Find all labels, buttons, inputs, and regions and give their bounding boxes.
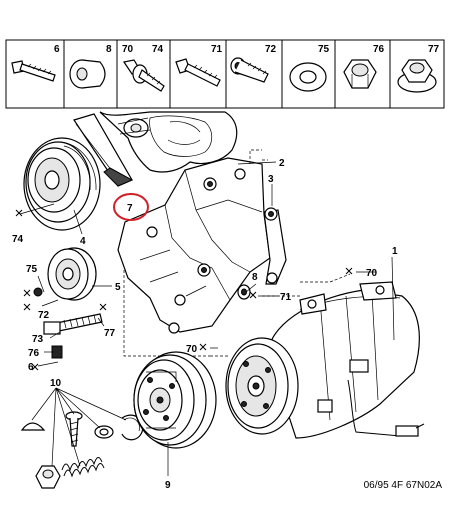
hex-nut [35, 465, 61, 489]
callout-77: 77 [104, 328, 116, 339]
callout-4: 4 [80, 236, 86, 247]
header-part-number: 76 [373, 44, 385, 55]
header-part-number: 70 [122, 44, 134, 55]
callout-highlight-ring [113, 193, 149, 221]
fastener-markers [15, 209, 353, 371]
header-part-number: 71 [211, 44, 223, 55]
ac-compressor [225, 281, 425, 439]
callout-76: 76 [28, 348, 40, 359]
header-parts-strip: 6 8 70 74 71 72 [5, 39, 445, 109]
header-frame [5, 39, 445, 109]
washer-icon [289, 62, 327, 92]
callout-74: 74 [12, 234, 24, 245]
callout-10: 10 [50, 378, 62, 389]
header-part-number: 77 [428, 44, 440, 55]
clutch-pulley [133, 351, 217, 449]
crankshaft-pulley [23, 137, 101, 231]
compressor-connector [395, 425, 419, 437]
callout-labels: 1 2 3 4 5 6 7 8 9 10 70 70 71 72 73 74 7… [12, 158, 398, 491]
callout-72: 72 [38, 310, 50, 321]
mount-hole [174, 294, 186, 306]
mount-hole [168, 322, 180, 334]
callout-2: 2 [279, 158, 285, 169]
bushing-icon [69, 59, 106, 89]
header-part-number: 75 [318, 44, 330, 55]
flanged-bolt-icon [123, 59, 165, 92]
screw [65, 411, 83, 447]
drive-belt [73, 113, 134, 187]
adjuster-rod [43, 313, 103, 359]
header-part-number: 72 [265, 44, 277, 55]
callout-7: 7 [127, 203, 133, 214]
leader-lines [19, 161, 395, 476]
mount-hole [234, 168, 246, 180]
coil-spring [61, 457, 105, 478]
shim-washer [94, 425, 114, 439]
mounting-bracket [117, 157, 271, 334]
tensioner-pulley [47, 247, 97, 301]
bolt-icon [175, 58, 221, 87]
callout-70: 70 [186, 344, 198, 355]
bolt-icon [11, 60, 56, 82]
callout-5: 5 [115, 282, 121, 293]
reference-code: 06/95 4F 67N02A [364, 480, 443, 491]
compressor-fastener-kit [20, 411, 144, 489]
header-part-number: 74 [152, 44, 164, 55]
bracket-bushing [237, 284, 251, 300]
socket-bolt-icon [230, 57, 269, 83]
header-part-number: 6 [54, 44, 60, 55]
flanged-nut-icon [397, 59, 437, 93]
callout-75: 75 [26, 264, 38, 275]
callout-73: 73 [32, 334, 44, 345]
mount-hole [146, 226, 158, 238]
callout-9: 9 [165, 480, 171, 491]
callout-8: 8 [252, 272, 258, 283]
callout-71: 71 [280, 292, 292, 303]
header-part-number: 8 [106, 44, 112, 55]
nut-icon [343, 59, 377, 89]
tension-link [263, 207, 287, 285]
callout-1: 1 [392, 246, 398, 257]
callout-70: 70 [366, 268, 378, 279]
callout-3: 3 [268, 174, 274, 185]
woodruff-key [20, 422, 46, 431]
callout-6: 6 [28, 362, 34, 373]
